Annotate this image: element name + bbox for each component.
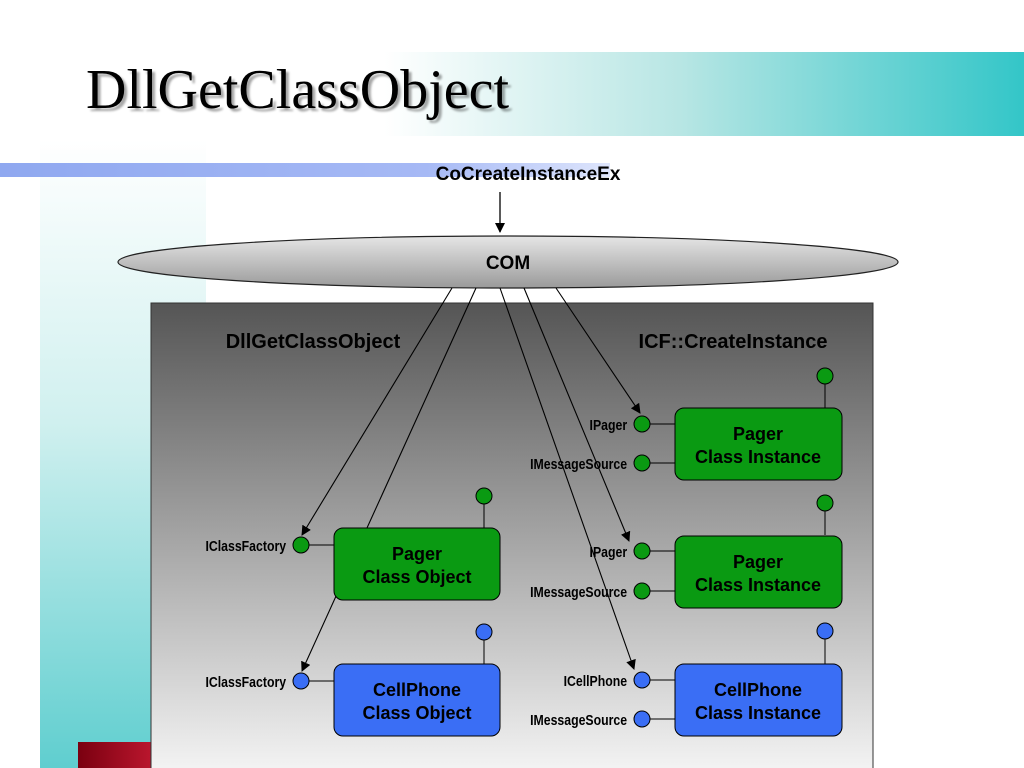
caller-label: CoCreateInstanceEx (436, 164, 621, 185)
icellphone-lollipop (633, 671, 651, 689)
interface-label: IClassFactory (205, 674, 286, 690)
class-name: Pager (733, 552, 783, 572)
class-box (674, 663, 843, 737)
accent-block (78, 742, 158, 768)
connector-arrow (523, 287, 631, 542)
iunknown-lollipop (475, 487, 493, 505)
class-name: Pager (392, 544, 442, 564)
class-kind: Class Instance (695, 703, 821, 723)
interface-label: IClassFactory (205, 538, 286, 554)
class-box (333, 527, 501, 601)
cellphone-class-instance: ICellPhone IMessageSource CellPhone Clas… (530, 622, 843, 737)
connector-arrow (301, 287, 453, 536)
com-label: COM (486, 253, 530, 274)
iclassfactory-lollipop (292, 536, 310, 554)
connector-arrow (499, 287, 636, 670)
interface-label: IMessageSource (530, 584, 627, 600)
iunknown-lollipop (475, 623, 493, 641)
pager-class-instance: IPager IMessageSource Pager Class Instan… (530, 367, 843, 481)
class-name: CellPhone (373, 680, 461, 700)
slide-title: DllGetClassObject (86, 59, 510, 121)
imessagesource-lollipop (633, 454, 651, 472)
header-gradient-band (40, 52, 1024, 136)
class-box (674, 407, 843, 481)
pager-class-object: IClassFactory Pager Class Object (205, 487, 501, 601)
iunknown-lollipop (816, 622, 834, 640)
ipager-lollipop (633, 415, 651, 433)
class-name: Pager (733, 424, 783, 444)
iclassfactory-lollipop (292, 672, 310, 690)
interface-label: IMessageSource (530, 712, 627, 728)
ipager-lollipop (633, 542, 651, 560)
class-box (333, 663, 501, 737)
com-ellipse (117, 235, 899, 289)
class-kind: Class Instance (695, 447, 821, 467)
cellphone-class-object: IClassFactory CellPhone Class Object (205, 623, 501, 737)
connector-arrow (301, 287, 477, 672)
accent-bar (0, 163, 610, 177)
right-header: ICF::CreateInstance (639, 331, 828, 353)
interface-label: IPager (590, 544, 628, 560)
pager-class-instance: IPager IMessageSource Pager Class Instan… (530, 494, 843, 609)
left-header: DllGetClassObject (226, 331, 401, 353)
imessagesource-lollipop (633, 710, 651, 728)
interface-label: IPager (590, 417, 628, 433)
class-name: CellPhone (714, 680, 802, 700)
class-kind: Class Object (362, 703, 471, 723)
class-kind: Class Instance (695, 575, 821, 595)
iunknown-lollipop (816, 367, 834, 385)
interface-label: IMessageSource (530, 456, 627, 472)
imessagesource-lollipop (633, 582, 651, 600)
class-box (674, 535, 843, 609)
interface-label: ICellPhone (564, 673, 628, 689)
connector-arrow (555, 287, 641, 414)
iunknown-lollipop (816, 494, 834, 512)
class-kind: Class Object (362, 567, 471, 587)
